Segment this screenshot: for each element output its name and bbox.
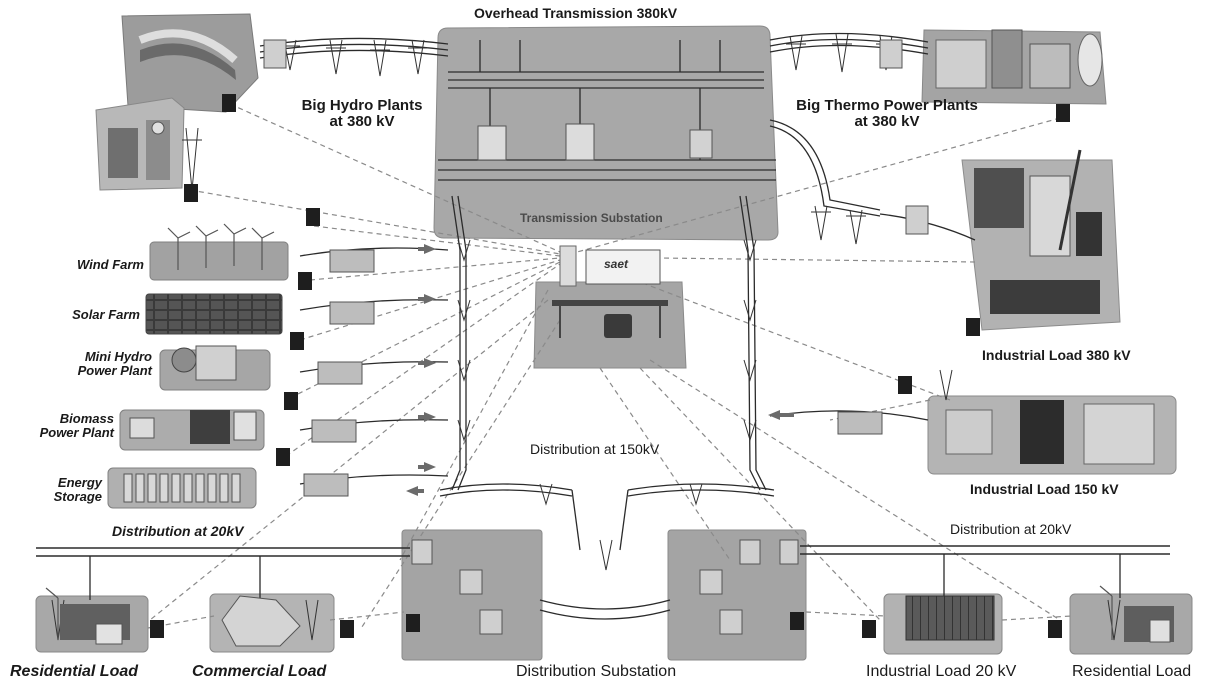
- wind-farm-platform: [149, 241, 289, 281]
- distribution-substation-left: [401, 529, 543, 661]
- mini-hydro-label: Mini Hydro Power Plant: [77, 349, 152, 378]
- distribution-150-label: Distribution at 150kV: [530, 441, 660, 457]
- energy-storage-label: Energy Storage: [53, 475, 102, 504]
- hydro-dam-platform: [121, 13, 259, 113]
- industrial-20-label: Industrial Load 20 kV: [866, 663, 1017, 680]
- transmission-substation-label: Transmission Substation: [520, 211, 663, 225]
- overhead-transmission-title: Overhead Transmission 380kV: [474, 5, 678, 21]
- distribution-20-right-label: Distribution at 20kV: [950, 521, 1072, 537]
- residential-left-label: Residential Load: [10, 663, 139, 680]
- distribution-substation-right: [667, 529, 807, 661]
- equipment: [60, 29, 1174, 647]
- big-hydro-label: Big Hydro Plants at 380 kV: [301, 97, 423, 130]
- distribution-substation-label: Distribution Substation: [516, 663, 677, 680]
- energy-storage-platform: [107, 467, 257, 509]
- solar-farm-label: Solar Farm: [72, 307, 140, 322]
- solar-farm-platform: [145, 293, 283, 335]
- commercial-label: Commercial Load: [192, 663, 327, 680]
- industrial-150-label: Industrial Load 150 kV: [970, 481, 1119, 497]
- wind-farm-label: Wind Farm: [76, 257, 144, 272]
- wind-turbines: [45, 223, 1113, 640]
- biomass-label: Biomass Power Plant: [39, 411, 114, 440]
- big-thermo-label: Big Thermo Power Plants at 380 kV: [796, 97, 978, 130]
- control-logo-text: saet: [604, 257, 629, 271]
- dam-wall: [138, 29, 238, 64]
- residential-right-label: Residential Load: [1072, 663, 1192, 680]
- flow-arrows: [406, 244, 794, 496]
- industrial-380-label: Industrial Load 380 kV: [982, 347, 1131, 363]
- power-lines: [36, 32, 1170, 620]
- distribution-20-left-label: Distribution at 20kV: [112, 523, 244, 539]
